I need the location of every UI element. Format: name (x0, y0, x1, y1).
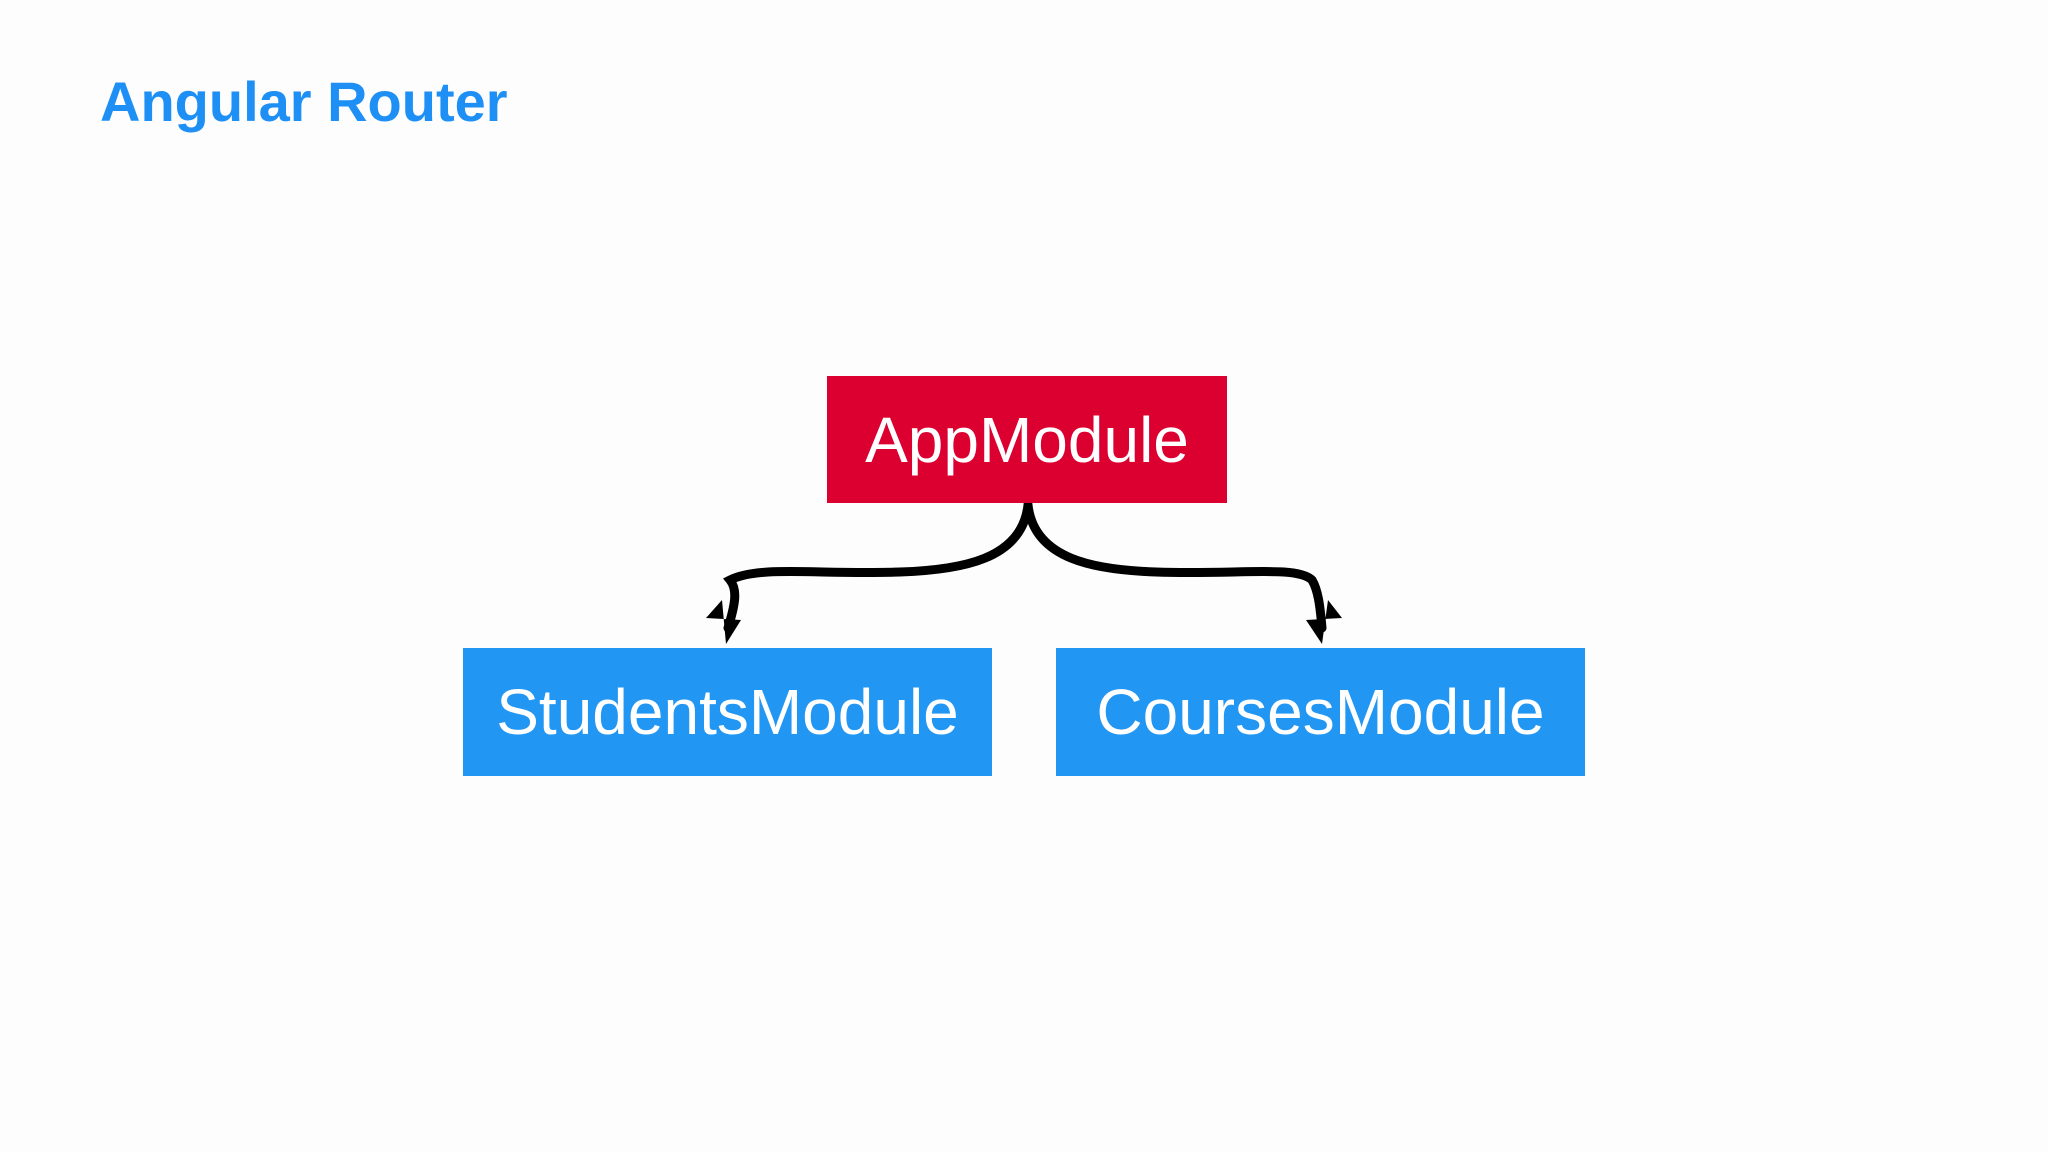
arrow-to-courses (1023, 500, 1327, 633)
students-module-box: StudentsModule (463, 648, 992, 776)
arrow-to-students-head (706, 600, 741, 644)
arrow-to-courses-head (1306, 600, 1342, 644)
arrow-to-students (723, 500, 1033, 633)
courses-module-box: CoursesModule (1056, 648, 1585, 776)
app-module-box: AppModule (827, 376, 1227, 503)
slide-title: Angular Router (100, 70, 508, 133)
students-module-label: StudentsModule (496, 676, 959, 748)
courses-module-label: CoursesModule (1096, 676, 1545, 748)
app-module-label: AppModule (865, 403, 1189, 476)
